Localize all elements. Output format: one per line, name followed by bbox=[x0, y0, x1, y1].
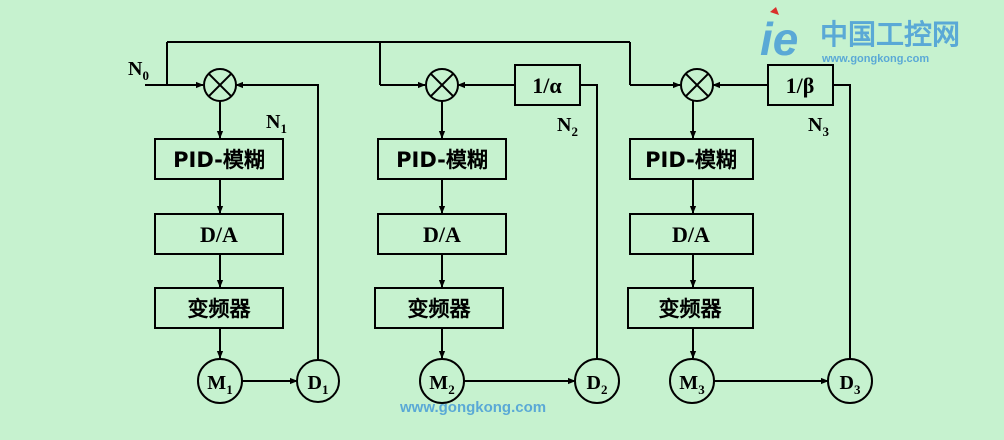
inverter-box-1: 变频器 bbox=[154, 287, 284, 329]
da-converter-box-1: D/A bbox=[154, 213, 284, 255]
feedback-label-n3: N3 bbox=[808, 114, 829, 139]
motor-1: M1 bbox=[197, 358, 243, 404]
control-unit-3: PID-模糊 D/A 变频器 M3 D3 1/β N3 bbox=[627, 64, 873, 404]
svg-text:M3: M3 bbox=[679, 372, 705, 397]
feedback-label-n2: N2 bbox=[557, 114, 578, 139]
svg-text:D2: D2 bbox=[587, 372, 608, 397]
summing-junction-2 bbox=[425, 68, 459, 102]
pid-fuzzy-box-1: PID-模糊 bbox=[154, 138, 284, 180]
bottom-watermark-url: www.gongkong.com bbox=[399, 399, 546, 416]
gongkong-logo: ie 中国工控网 www.gongkong.com bbox=[760, 7, 960, 65]
logo-url: www.gongkong.com bbox=[821, 53, 929, 65]
svg-text:M1: M1 bbox=[207, 372, 232, 397]
svg-text:1/α: 1/α bbox=[532, 73, 562, 98]
motor-2: M2 bbox=[419, 358, 465, 404]
da-converter-box-2: D/A bbox=[377, 213, 507, 255]
logo-letters: ie bbox=[760, 13, 798, 65]
inverter-box-3: 变频器 bbox=[627, 287, 754, 329]
input-label-n0: N0 bbox=[128, 58, 149, 83]
sensor-1: D1 bbox=[296, 359, 340, 403]
svg-text:变频器: 变频器 bbox=[408, 297, 472, 321]
reference-bus bbox=[145, 41, 681, 89]
svg-text:D/A: D/A bbox=[672, 222, 710, 247]
pid-fuzzy-box-2: PID-模糊 bbox=[377, 138, 507, 180]
inverter-box-2: 变频器 bbox=[374, 287, 504, 329]
svg-text:变频器: 变频器 bbox=[188, 297, 252, 321]
sensor-3: D3 bbox=[827, 358, 873, 404]
svg-text:D3: D3 bbox=[840, 372, 861, 397]
svg-text:1/β: 1/β bbox=[786, 73, 815, 98]
summing-junction-1 bbox=[203, 68, 237, 102]
svg-text:PID-模糊: PID-模糊 bbox=[173, 148, 265, 172]
svg-text:PID-模糊: PID-模糊 bbox=[645, 148, 737, 172]
da-converter-box-3: D/A bbox=[629, 213, 754, 255]
ratio-box-beta: 1/β bbox=[767, 64, 834, 106]
svg-text:PID-模糊: PID-模糊 bbox=[396, 148, 488, 172]
pid-fuzzy-box-3: PID-模糊 bbox=[629, 138, 754, 180]
logo-cn-name: 中国工控网 bbox=[820, 19, 960, 50]
sensor-2: D2 bbox=[574, 358, 620, 404]
feedback-label-n1: N1 bbox=[266, 111, 287, 136]
summing-junction-3 bbox=[680, 68, 714, 102]
logo-flame-icon bbox=[770, 7, 779, 15]
motor-3: M3 bbox=[669, 358, 715, 404]
ratio-box-alpha: 1/α bbox=[514, 64, 581, 106]
control-unit-2: PID-模糊 D/A 变频器 M2 D2 1/α N2 bbox=[374, 64, 620, 404]
svg-text:D1: D1 bbox=[308, 372, 329, 397]
control-unit-1: PID-模糊 D/A 变频器 M1 D1 N1 bbox=[154, 68, 340, 404]
svg-text:D/A: D/A bbox=[200, 222, 238, 247]
svg-text:变频器: 变频器 bbox=[659, 297, 723, 321]
svg-text:M2: M2 bbox=[429, 372, 454, 397]
svg-text:D/A: D/A bbox=[423, 222, 461, 247]
